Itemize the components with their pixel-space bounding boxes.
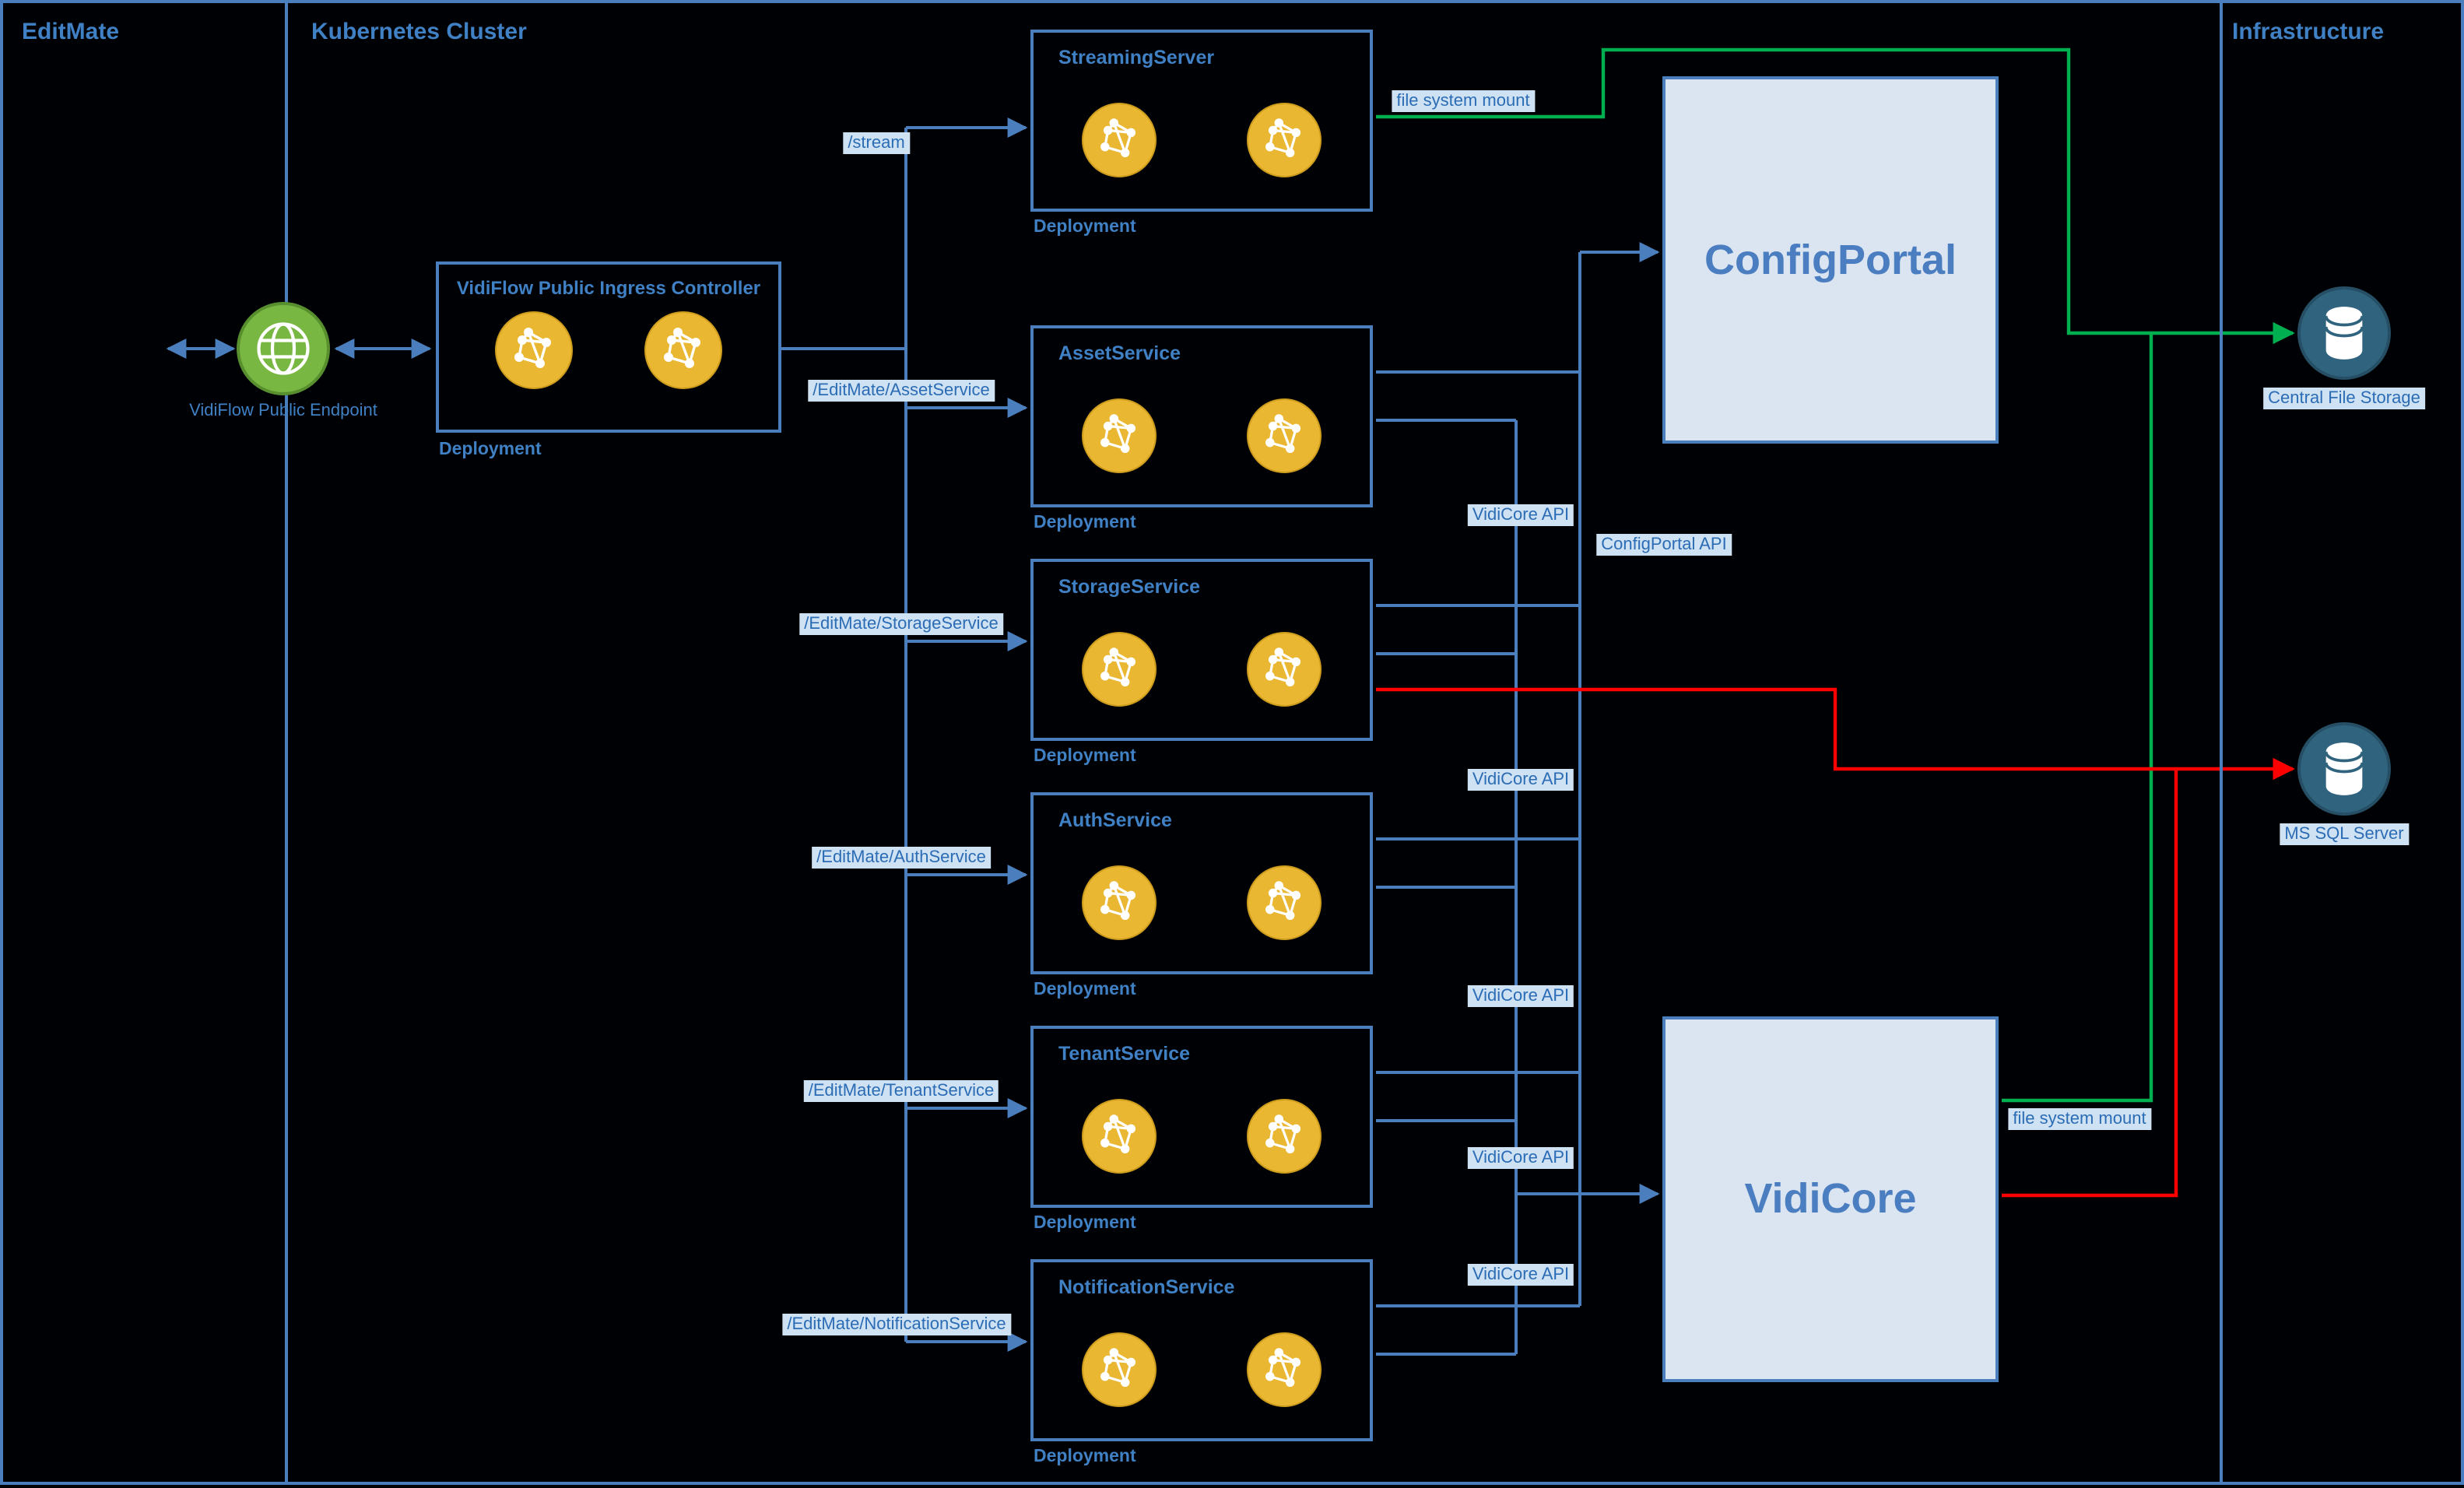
service-title: AuthService [1058, 809, 1172, 831]
database-icon [2324, 307, 2364, 360]
edge-storage-to-sql [1376, 687, 2295, 781]
divider-kubernetes-infrastructure [2220, 3, 2223, 1482]
section-title-kubernetes: Kubernetes Cluster [311, 19, 527, 45]
file-system-mount-label-top: file system mount [1392, 90, 1535, 112]
connector-lines [166, 47, 2295, 1356]
node-assetservice: AssetService [1030, 325, 1373, 507]
vidicore-api-label: VidiCore API [1467, 1147, 1574, 1169]
section-title-infrastructure: Infrastructure [2232, 19, 2385, 45]
service-title: StorageService [1058, 576, 1201, 598]
deployment-label: Deployment [1034, 1214, 1136, 1233]
deployment-label: Deployment [1034, 747, 1136, 766]
blue-connectors [166, 118, 1660, 1356]
deployment-label: Deployment [1034, 514, 1136, 532]
ms-sql-server-node [2297, 722, 2391, 816]
central-file-storage-node [2297, 286, 2391, 380]
node-configportal: ConfigPortal [1662, 76, 1999, 444]
route-label-asset: /EditMate/AssetService [808, 380, 995, 402]
central-file-storage-label: Central File Storage [2263, 388, 2425, 409]
service-title: StreamingServer [1058, 47, 1215, 68]
service-pods [1034, 1332, 1370, 1407]
ingress-title: VidiFlow Public Ingress Controller [456, 277, 761, 299]
section-title-editmate: EditMate [22, 19, 120, 45]
edge-streaming-to-filestorage [1376, 47, 2295, 345]
service-title: NotificationService [1058, 1276, 1235, 1298]
service-pods [1034, 398, 1370, 473]
globe-icon [257, 322, 310, 375]
service-title: TenantService [1058, 1043, 1191, 1065]
vidicore-api-label: VidiCore API [1467, 985, 1574, 1007]
vidicore-api-label: VidiCore API [1467, 769, 1574, 791]
node-notificationservice: NotificationService [1030, 1259, 1373, 1441]
node-authservice: AuthService [1030, 792, 1373, 974]
vidicore-api-label: VidiCore API [1467, 1264, 1574, 1286]
pod-icon [1082, 1332, 1157, 1407]
service-pods [1034, 632, 1370, 707]
route-label-notification: /EditMate/NotificationService [782, 1314, 1011, 1335]
pod-icon [1082, 398, 1157, 473]
deployment-label: Deployment [1034, 1448, 1136, 1466]
file-system-mount-label-bottom: file system mount [2008, 1108, 2151, 1130]
service-title: AssetService [1058, 342, 1181, 364]
route-label-storage: /EditMate/StorageService [799, 613, 1003, 635]
route-label-tenant: /EditMate/TenantService [803, 1080, 999, 1102]
pod-icon [644, 311, 722, 389]
pod-icon [1247, 1099, 1322, 1174]
pod-icon [1082, 865, 1157, 940]
pod-icon [1247, 865, 1322, 940]
service-pods [1034, 865, 1370, 940]
ingress-pods [439, 311, 778, 389]
node-ingress-controller: VidiFlow Public Ingress Controller [436, 261, 781, 433]
green-connectors [1376, 47, 2295, 1103]
ms-sql-server-label: MS SQL Server [2280, 823, 2409, 845]
pod-icon [495, 311, 573, 389]
service-pods [1034, 103, 1370, 177]
ingress-deployment-label: Deployment [439, 440, 542, 459]
pod-icon [1247, 1332, 1322, 1407]
endpoint-label: VidiFlow Public Endpoint [189, 402, 377, 420]
vidicore-title: VidiCore [1744, 1175, 1917, 1222]
deployment-label: Deployment [1034, 218, 1136, 237]
pod-icon [1247, 398, 1322, 473]
route-label-auth: /EditMate/AuthService [812, 847, 991, 869]
pod-icon [1247, 632, 1322, 707]
vidicore-api-label: VidiCore API [1467, 504, 1574, 526]
node-storageservice: StorageService [1030, 559, 1373, 741]
edge-vidicore-to-filestorage [2002, 332, 2153, 1103]
pod-icon [1082, 1099, 1157, 1174]
pod-icon [1082, 103, 1157, 177]
pod-icon [1247, 103, 1322, 177]
configportal-api-label: ConfigPortal API [1596, 534, 1732, 556]
red-connectors [1376, 687, 2295, 1198]
node-tenantservice: TenantService [1030, 1026, 1373, 1208]
database-icon [2324, 742, 2364, 795]
divider-editmate-kubernetes [285, 3, 288, 1482]
pod-icon [1082, 632, 1157, 707]
vidiflow-public-endpoint-node [237, 302, 330, 395]
edge-vidicore-to-sql [2002, 767, 2178, 1198]
configportal-title: ConfigPortal [1704, 236, 1957, 283]
deployment-label: Deployment [1034, 981, 1136, 999]
node-streamingserver: StreamingServer [1030, 30, 1373, 212]
node-vidicore: VidiCore [1662, 1016, 1999, 1382]
service-pods [1034, 1099, 1370, 1174]
route-label-stream: /stream [843, 132, 910, 154]
